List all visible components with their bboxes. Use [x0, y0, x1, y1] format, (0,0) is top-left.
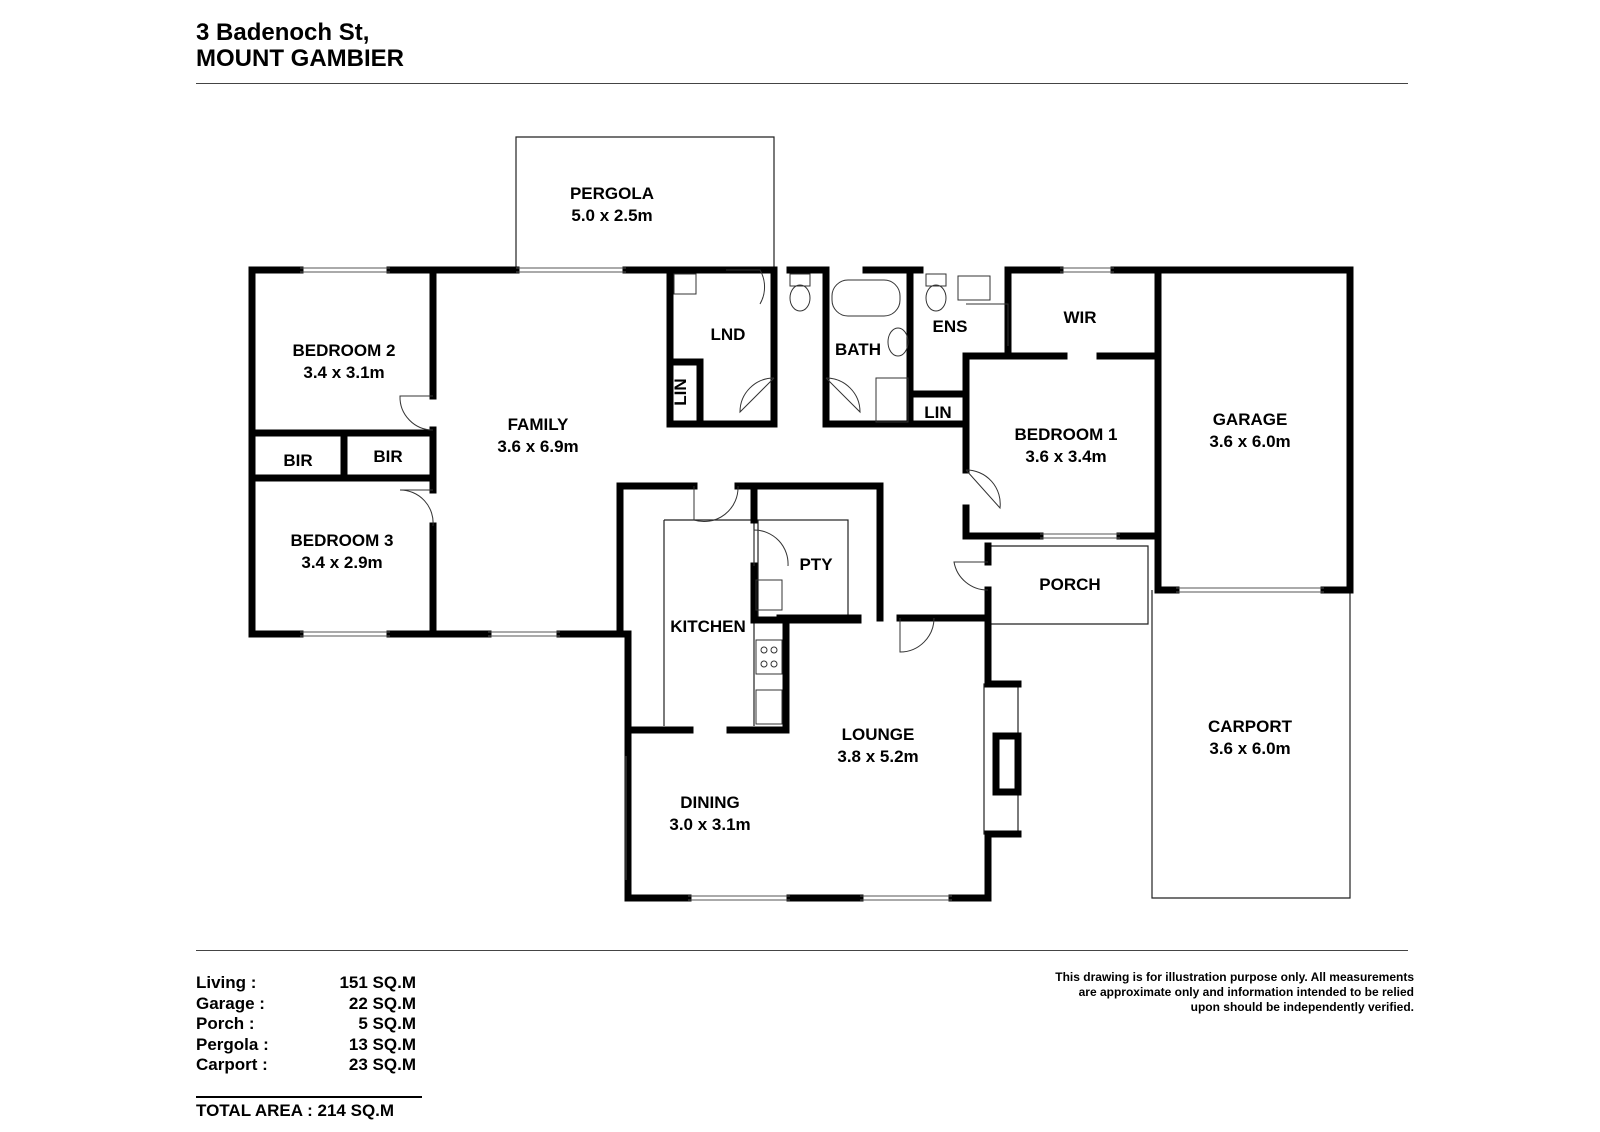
- door-bedroom2: [399, 395, 434, 431]
- door-porch: [953, 561, 989, 591]
- header-divider: [196, 83, 1408, 84]
- door-lnd: [739, 377, 775, 414]
- area-label: Carport :: [196, 1055, 268, 1075]
- garage-label: GARAGE: [1213, 410, 1288, 429]
- windows: [300, 267, 1324, 901]
- bedroom1-size: 3.6 x 3.4m: [1025, 447, 1106, 466]
- total-divider: [196, 1096, 422, 1098]
- door-bath: [825, 377, 861, 414]
- door-lnd-outside: [726, 269, 766, 305]
- carport-size: 3.6 x 6.0m: [1209, 739, 1290, 758]
- address-line-1: 3 Badenoch St,: [196, 19, 370, 46]
- toilet-cistern-1: [789, 273, 811, 287]
- walls: [248, 266, 1354, 902]
- bath-label: BATH: [835, 340, 881, 359]
- area-label: Pergola :: [196, 1034, 269, 1054]
- dining-size: 3.0 x 3.1m: [669, 815, 750, 834]
- area-value: 23 SQ.M: [348, 1055, 416, 1075]
- area-row: Garage : 22 SQ.M: [196, 994, 416, 1015]
- door-kitchen: [693, 485, 739, 523]
- dishwasher: [755, 689, 783, 725]
- door-pty: [753, 529, 789, 567]
- door-bedroom1: [965, 469, 1001, 510]
- area-value: 13 SQ.M: [348, 1034, 416, 1054]
- fixtures: [673, 273, 991, 725]
- ens-label: ENS: [933, 317, 968, 336]
- door-swings: [399, 269, 1009, 653]
- lin1-label: LIN: [671, 378, 690, 405]
- door-bedroom3: [399, 489, 434, 527]
- bath-basin: [887, 327, 909, 357]
- area-label: Garage :: [196, 993, 265, 1013]
- pergola-size: 5.0 x 2.5m: [571, 206, 652, 225]
- footer-divider: [196, 950, 1408, 951]
- pergola-label: PERGOLA: [570, 184, 654, 203]
- area-table: Living : 151 SQ.M Garage : 22 SQ.M Porch…: [196, 973, 416, 1076]
- bedroom1-label: BEDROOM 1: [1015, 425, 1118, 444]
- porch-outline: [988, 545, 1149, 625]
- carport-outline: [1151, 590, 1351, 899]
- area-label: Living :: [196, 973, 257, 992]
- pty-label: PTY: [799, 555, 833, 574]
- cooktop: [755, 639, 783, 675]
- toilet-bowl-2: [925, 284, 947, 312]
- area-value: 22 SQ.M: [348, 993, 416, 1013]
- area-row: Porch : 5 SQ.M: [196, 1014, 416, 1035]
- pergola-outline: [515, 136, 775, 270]
- disclaimer-line: upon should be independently verified.: [1190, 1000, 1414, 1014]
- kitchen-label: KITCHEN: [670, 617, 746, 636]
- lin2-label: LIN: [924, 403, 951, 422]
- family-size: 3.6 x 6.9m: [497, 437, 578, 456]
- bir1-label: BIR: [283, 451, 312, 470]
- family-label: FAMILY: [508, 415, 569, 434]
- fridge: [755, 579, 783, 611]
- thin-outlines: [515, 136, 1351, 899]
- dining-label: DINING: [680, 793, 740, 812]
- lounge-size: 3.8 x 5.2m: [837, 747, 918, 766]
- fireplace-outline: [983, 683, 1019, 835]
- bedroom2-size: 3.4 x 3.1m: [303, 363, 384, 382]
- bedroom2-label: BEDROOM 2: [293, 341, 396, 360]
- lounge-label: LOUNGE: [842, 725, 915, 744]
- bathtub: [831, 279, 901, 317]
- bedroom3-size: 3.4 x 2.9m: [301, 553, 382, 572]
- area-value: 151 SQ.M: [339, 973, 416, 992]
- toilet-bowl-1: [789, 284, 811, 312]
- door-lounge: [899, 617, 935, 653]
- area-value: 5 SQ.M: [358, 1014, 416, 1034]
- disclaimer: This drawing is for illustration purpose…: [894, 970, 1414, 1015]
- area-row: Pergola : 13 SQ.M: [196, 1035, 416, 1056]
- door-ens: [966, 303, 1009, 346]
- lnd-label: LND: [711, 325, 746, 344]
- area-label: Porch :: [196, 1014, 255, 1034]
- ens-vanity: [957, 275, 991, 301]
- area-row: Living : 151 SQ.M: [196, 973, 416, 994]
- total-area: TOTAL AREA : 214 SQ.M: [196, 1101, 395, 1120]
- carport-label: CARPORT: [1208, 717, 1293, 736]
- address-line-2: MOUNT GAMBIER: [196, 45, 404, 72]
- bedroom3-label: BEDROOM 3: [291, 531, 394, 550]
- disclaimer-line: are approximate only and information int…: [1078, 985, 1414, 999]
- shower: [875, 377, 909, 423]
- area-row: Carport : 23 SQ.M: [196, 1055, 416, 1076]
- porch-label: PORCH: [1039, 575, 1100, 594]
- wir-label: WIR: [1063, 308, 1096, 327]
- garage-size: 3.6 x 6.0m: [1209, 432, 1290, 451]
- laundry-tub: [673, 273, 697, 295]
- toilet-cistern-2: [925, 273, 947, 287]
- bir2-label: BIR: [373, 447, 402, 466]
- disclaimer-line: This drawing is for illustration purpose…: [1055, 970, 1414, 984]
